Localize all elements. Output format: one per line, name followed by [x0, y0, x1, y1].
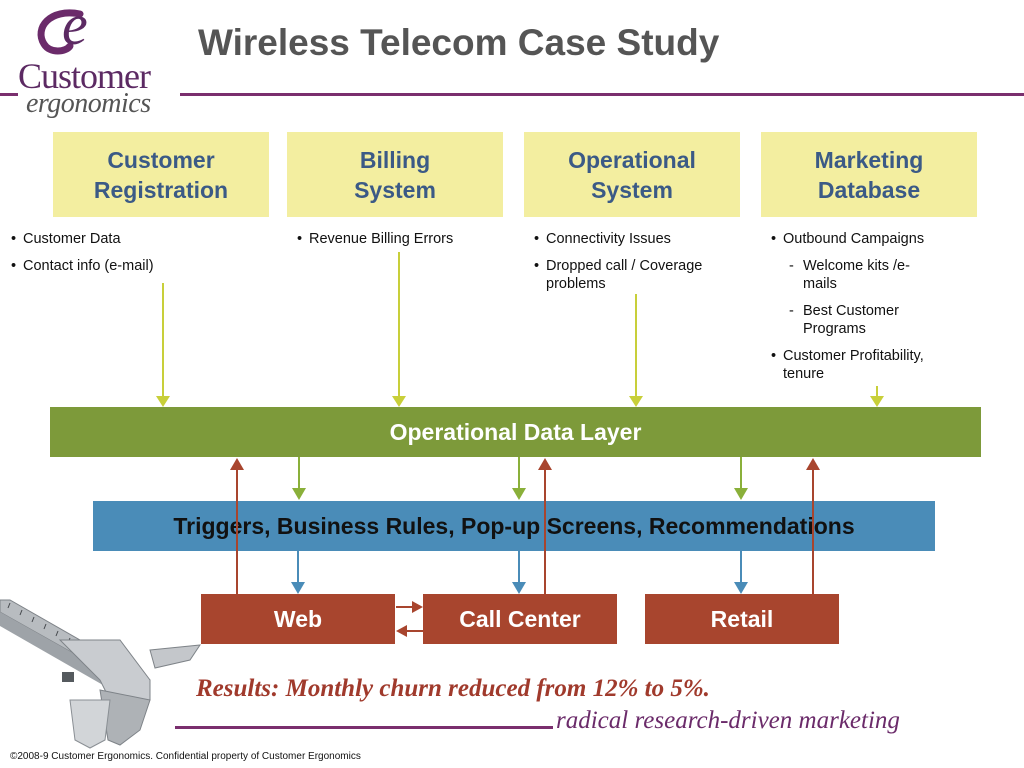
tagline: radical research-driven marketing [556, 707, 900, 734]
arrow-retail-to-odl [806, 458, 820, 594]
arrow-call-center-to-odl [538, 458, 552, 594]
caliper-icon [0, 599, 202, 749]
channel-call-center: Call Center [423, 594, 617, 644]
arrow-odl-to-triggers-2 [512, 457, 526, 500]
operational-data-layer: Operational Data Layer [50, 407, 981, 457]
list-item: Dropped call / Coverage problems [534, 257, 739, 293]
channel-retail: Retail [645, 594, 839, 644]
header-rule [180, 93, 1024, 96]
list-item: Contact info (e-mail) [11, 257, 241, 275]
copyright: ©2008-9 Customer Ergonomics. Confidentia… [10, 751, 361, 762]
arrow-web-to-odl [230, 458, 244, 594]
arrow-registration-down [156, 283, 170, 407]
operational-list: Connectivity Issues Dropped call / Cover… [534, 230, 739, 302]
arrow-odl-to-triggers-3 [734, 457, 748, 500]
footer-rule [175, 726, 553, 729]
logo-customer-text: Customer [18, 56, 151, 96]
arrow-odl-to-triggers-1 [292, 457, 306, 500]
arrow-marketing-down [870, 386, 884, 407]
list-item: Revenue Billing Errors [297, 230, 517, 248]
logo-ergonomics-text: ergonomics [26, 88, 151, 119]
logo-swirl-icon [37, 9, 84, 55]
arrow-call-center-to-web [396, 625, 423, 637]
results-statement: Results: Monthly churn reduced from 12% … [196, 675, 710, 702]
arrow-operational-down [629, 294, 643, 407]
arrow-billing-down [392, 252, 406, 407]
triggers-layer: Triggers, Business Rules, Pop-up Screens… [93, 501, 935, 551]
marketing-list: Outbound Campaigns Welcome kits /e-mails… [771, 230, 956, 392]
logo-e: e [62, 0, 88, 57]
registration-list: Customer Data Contact info (e-mail) [11, 230, 241, 284]
list-item: Outbound Campaigns [771, 230, 956, 248]
list-item: Connectivity Issues [534, 230, 739, 248]
arrow-web-to-call-center [396, 601, 423, 613]
list-subitem: Best Customer Programs [771, 302, 933, 338]
list-item: Customer Profitability, tenure [771, 347, 956, 383]
arrow-triggers-to-web [291, 551, 305, 594]
header-rule-left [0, 93, 18, 96]
list-subitem: Welcome kits /e-mails [771, 257, 913, 293]
arrow-triggers-to-call-center [512, 551, 526, 594]
list-item: Customer Data [11, 230, 241, 248]
channel-web: Web [201, 594, 395, 644]
billing-list: Revenue Billing Errors [297, 230, 517, 257]
arrow-triggers-to-retail [734, 551, 748, 594]
page-title: Wireless Telecom Case Study [198, 22, 720, 63]
